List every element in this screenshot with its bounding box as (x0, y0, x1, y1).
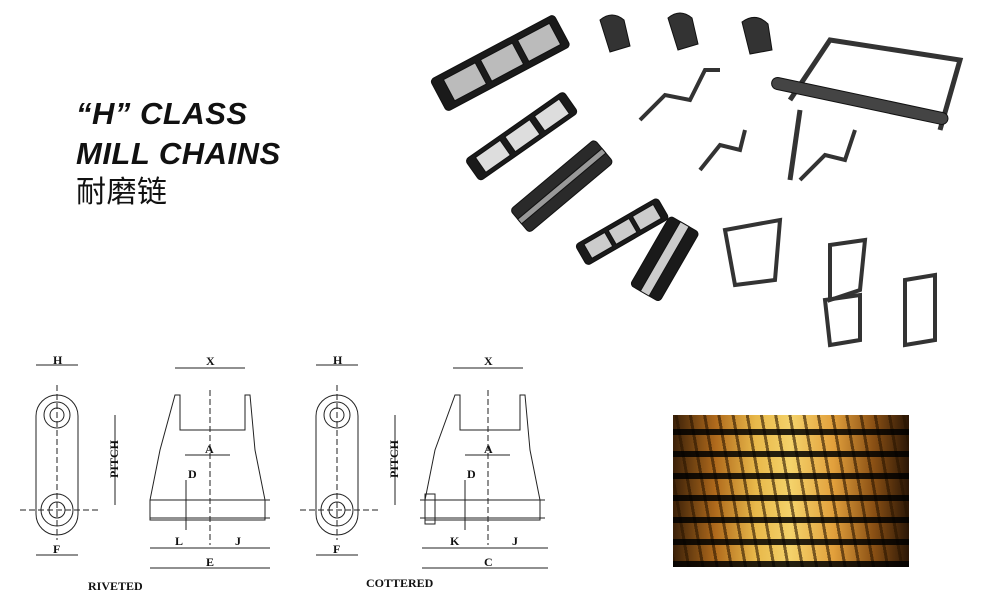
heading-line-1: “H” CLASS (76, 96, 248, 131)
heading-chinese: 耐磨链 (76, 175, 168, 210)
application-photo (673, 415, 909, 567)
heading-line-2: MILL CHAINS (76, 136, 281, 171)
page-heading: “H” CLASS MILL CHAINS 耐磨链 (76, 94, 281, 212)
